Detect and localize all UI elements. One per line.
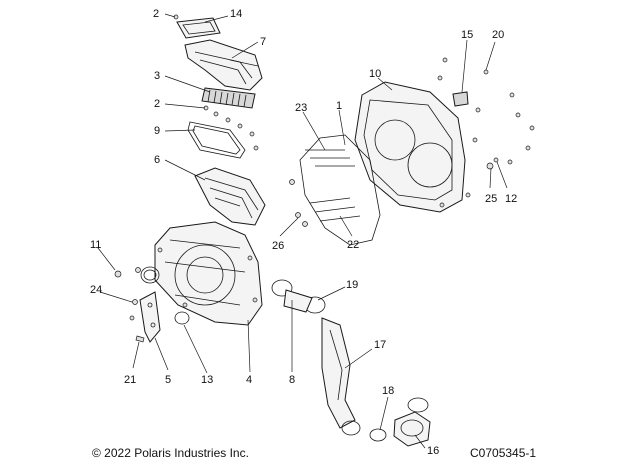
part-5-bracket [139,291,161,343]
part-17-hose [321,317,356,429]
part-21-screw [135,335,145,343]
part-1-cover-seal [299,134,381,246]
part-6-duct [194,167,266,226]
part-23-bolts [305,149,355,167]
callout-2-lower: 2 [154,98,160,110]
callout-12: 12 [505,193,517,205]
callout-4: 4 [246,374,252,386]
part-9-gasket [187,121,246,159]
part-18-clamp [369,428,387,442]
part-22-bolts [309,197,361,222]
part-25-washer [486,162,494,170]
callout-23: 23 [295,102,307,114]
callout-1: 1 [336,100,342,112]
callout-6: 6 [154,154,160,166]
part-10-outer-cover [354,81,466,213]
part-20-screws [437,57,535,208]
callout-14: 14 [230,8,242,20]
part-13-o-ring [174,311,190,325]
part-11-seal [114,266,160,284]
part-26-washers [289,179,308,227]
callout-9: 9 [154,125,160,137]
copyright-notice: © 2022 Polaris Industries Inc. [92,446,249,460]
part-15-label [452,91,469,107]
fastener [129,315,135,321]
callout-5: 5 [165,374,171,386]
part-4-inner-cover [154,221,263,326]
part-8-coupler [283,289,313,313]
callout-11: 11 [90,239,101,251]
callout-21: 21 [124,374,136,386]
callout-19: 19 [346,279,358,291]
callout-25: 25 [485,193,497,205]
part-3-filter [201,87,256,109]
callout-13: 13 [201,374,213,386]
hose-ridge [329,329,343,401]
callout-24: 24 [90,284,102,296]
callout-8: 8 [289,374,295,386]
callout-3: 3 [154,70,160,82]
callout-17: 17 [374,339,386,351]
leader-lines [97,13,508,449]
figure-code: C0705345-1 [470,446,537,460]
part-7-intake-duct [184,39,263,91]
part-12-nut [493,157,499,163]
callout-16: 16 [427,445,439,457]
part-24-fastener [132,299,138,305]
callout-7: 7 [260,36,266,48]
bolt-group-upper [203,105,259,151]
callout-26: 26 [272,240,284,252]
callout-18: 18 [382,385,394,397]
part-16-fitting [393,397,431,447]
part-14-cover [176,17,221,39]
callout-labels: 2 14 7 3 2 9 6 10 15 20 23 1 25 12 22 26… [90,8,517,457]
callout-22: 22 [347,239,359,251]
callout-15: 15 [461,29,473,41]
lower-clamp [341,420,361,436]
callout-2-top: 2 [153,8,159,20]
callout-20: 20 [492,29,504,41]
callout-10: 10 [369,68,381,80]
